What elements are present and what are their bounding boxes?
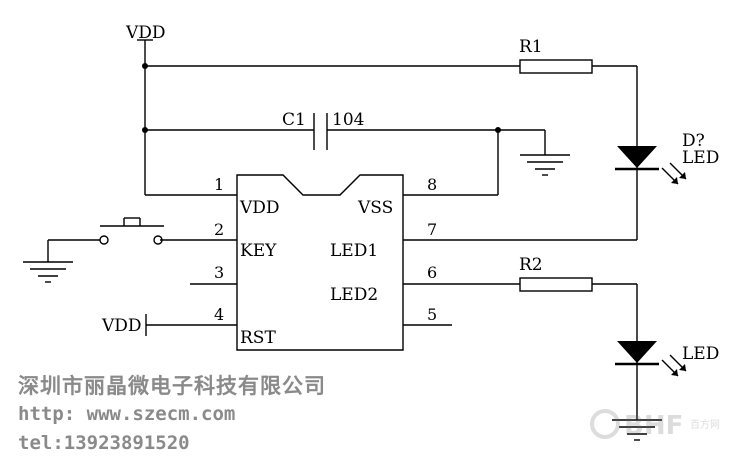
pin-name: KEY <box>240 241 277 261</box>
pin-number: 5 <box>427 305 437 324</box>
watermark-text: BHF <box>624 411 683 441</box>
company-name: 深圳市丽晶微电子科技有限公司 <box>18 374 326 398</box>
pin-name: VSS <box>357 198 393 218</box>
junction-dot <box>495 127 501 133</box>
pin-name: LED2 <box>330 285 378 305</box>
pin-number: 1 <box>214 175 224 194</box>
led2-label: LED <box>682 344 719 364</box>
vdd-top-label: VDD <box>125 23 166 43</box>
pin-name: LED1 <box>330 241 378 261</box>
junction-dot <box>142 127 148 133</box>
resistor-r2-label: R2 <box>519 255 543 275</box>
pin-number: 7 <box>427 220 437 239</box>
ic-body <box>236 174 404 351</box>
led1-diode <box>615 146 686 184</box>
junction-dot <box>142 63 148 69</box>
pin-number: 3 <box>214 263 224 282</box>
pin-name: RST <box>240 328 276 348</box>
website-url: http: www.szecm.com <box>18 403 236 425</box>
pin-number: 8 <box>427 175 437 194</box>
resistor-r1-label: R1 <box>519 37 543 57</box>
capacitor-ref-label: C1 <box>282 110 306 130</box>
capacitor-value-label: 104 <box>332 110 364 130</box>
ground-symbol-left <box>23 261 73 283</box>
telephone: tel:13923891520 <box>18 432 190 454</box>
pin-name: VDD <box>239 198 280 218</box>
pin-number: 2 <box>214 220 224 239</box>
push-button-switch <box>99 217 164 245</box>
resistor-r2 <box>519 277 593 292</box>
vdd-left-label: VDD <box>101 316 142 336</box>
led1-ref-label: D? <box>682 131 705 151</box>
led1-label: LED <box>682 148 719 168</box>
pin-number: 6 <box>427 263 437 282</box>
pin-number: 4 <box>214 305 224 324</box>
ground-symbol-right <box>520 154 570 176</box>
ground-symbol-bottom <box>612 419 662 441</box>
watermark-logo: BHF 百方网 <box>590 409 720 441</box>
led2-diode <box>615 341 686 376</box>
resistor-r1 <box>519 59 593 74</box>
watermark-tag: 百方网 <box>690 418 720 431</box>
